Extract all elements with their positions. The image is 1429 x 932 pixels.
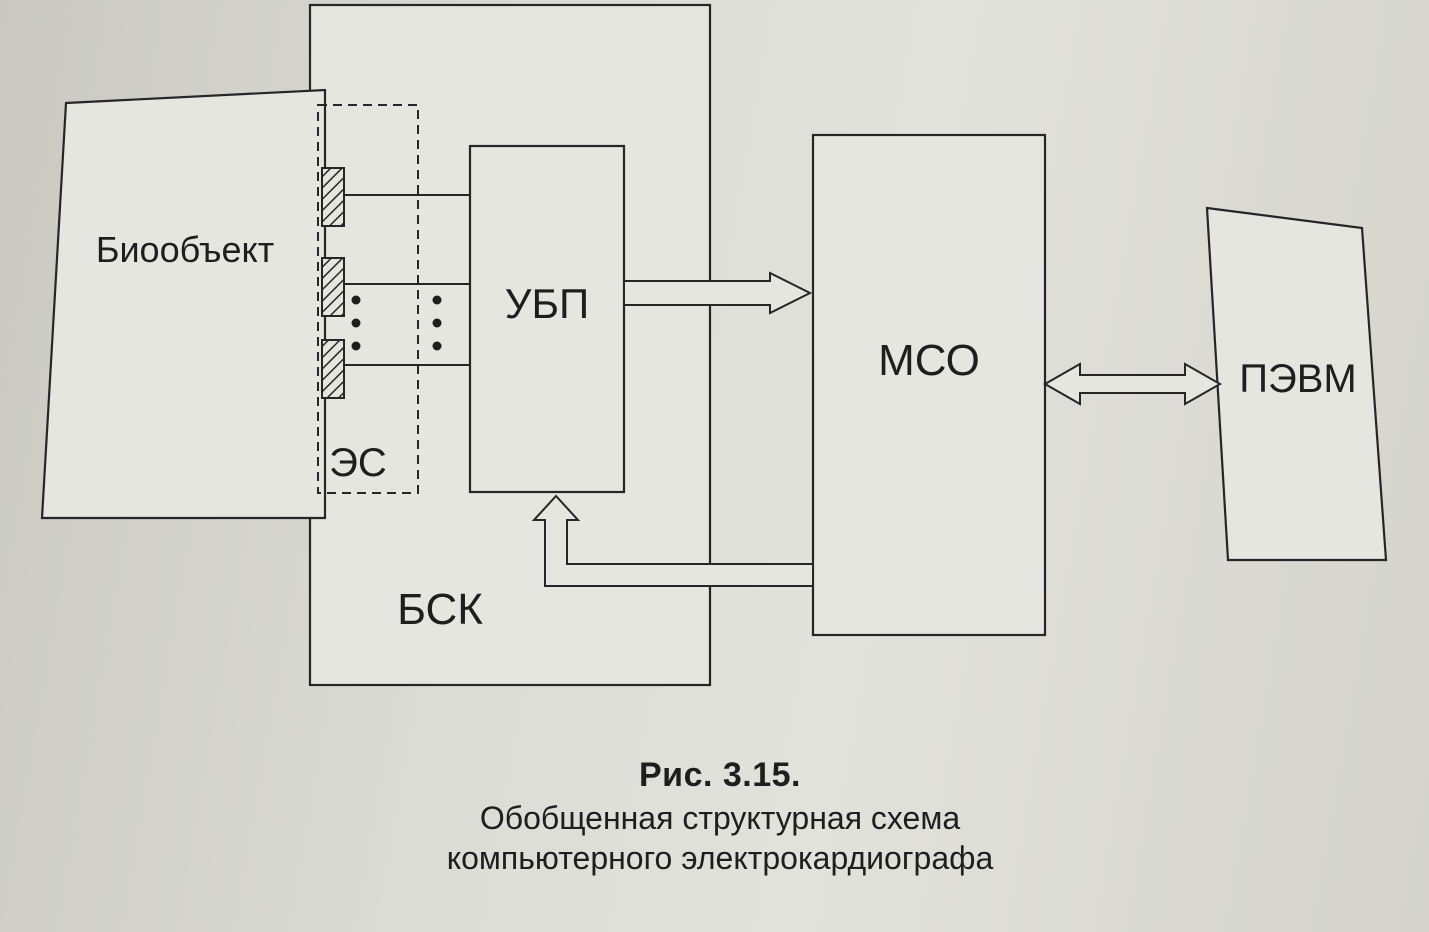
bioobject-label: Биообъект (96, 229, 274, 270)
ubp-label: УБП (505, 280, 589, 327)
arrow-mso-to-ubp-feedback (531, 494, 814, 587)
pevm-label: ПЭВМ (1239, 357, 1357, 401)
es-dashed-region (317, 104, 419, 494)
electrode-group (321, 167, 345, 399)
ellipsis-dots-left (351, 295, 361, 351)
arrow-ubp-to-mso (623, 271, 813, 315)
electrode-3 (321, 339, 345, 399)
ubp-block (468, 144, 626, 494)
figure-caption: Рис. 3.15. Обобщенная структурная схема … (320, 752, 1120, 878)
bsk-label: БСК (397, 585, 483, 634)
figure-number: Рис. 3.15. (638, 756, 801, 794)
ellipsis-dots-right (432, 295, 442, 351)
electrode-2 (321, 257, 345, 317)
caption-line-1: Обобщенная структурная схема (479, 800, 961, 836)
electrode-1 (321, 167, 345, 227)
caption-line-2: компьютерного электрокардиографа (446, 840, 994, 876)
bioobject-block (40, 88, 327, 520)
pevm-block (1205, 206, 1388, 562)
arrow-mso-pevm-bidirectional (1042, 362, 1223, 406)
mso-label: МСО (878, 336, 980, 385)
mso-block (811, 133, 1047, 637)
es-label: ЭС (329, 441, 387, 485)
